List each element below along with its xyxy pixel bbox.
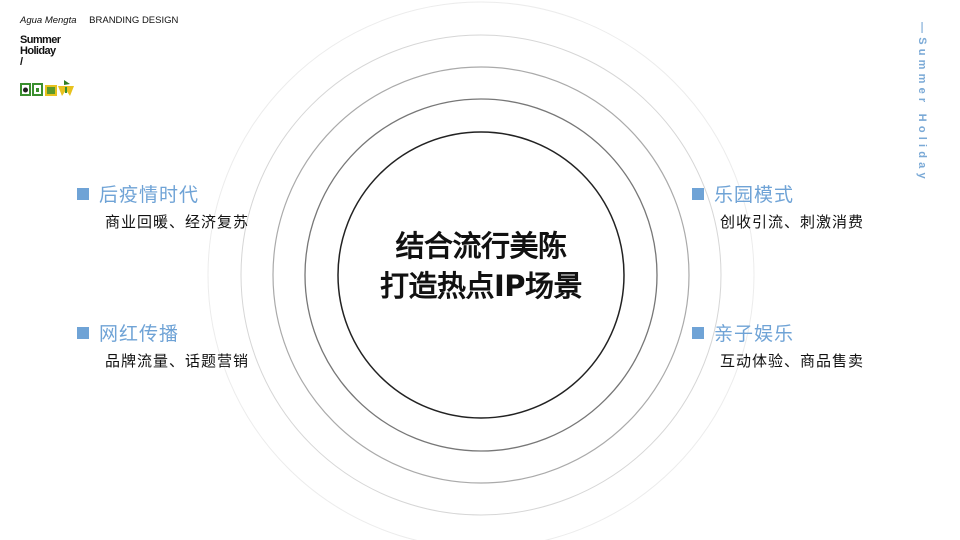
point-title: 乐园模式: [714, 184, 795, 206]
ring-4: [240, 34, 722, 516]
center-line-1: 结合流行美陈: [395, 229, 567, 263]
point-title: 亲子娱乐: [714, 323, 795, 345]
brand-title-line: Summer: [20, 34, 61, 46]
ring-2: [304, 98, 658, 452]
center-headline: 结合流行美陈 打造热点IP场景: [341, 226, 621, 306]
square-bullet-icon: [77, 326, 89, 339]
point-post-pandemic: 后疫情时代 商业回暖、经济复苏: [77, 180, 249, 232]
author-name: Agua Mengta: [20, 15, 77, 26]
point-family-fun: 亲子娱乐 互动体验、商品售卖: [692, 319, 864, 371]
side-label: —Summer Holiday: [916, 22, 928, 183]
square-bullet-icon: [77, 187, 89, 200]
ring-1: [337, 131, 625, 419]
brand-title-line: /: [20, 56, 23, 68]
point-desc: 品牌流量、话题营销: [105, 352, 250, 370]
center-line-2: 打造热点IP场景: [379, 269, 583, 303]
summer-holiday-logo-icon: [20, 80, 74, 96]
point-park-mode: 乐园模式 创收引流、刺激消费: [692, 180, 864, 232]
point-desc: 商业回暖、经济复苏: [105, 213, 250, 231]
square-bullet-icon: [692, 187, 704, 200]
brand-title-line: Holiday: [20, 45, 56, 57]
ring-5: [207, 1, 755, 540]
brand-line: Agua Mengta BRANDING DESIGN: [20, 15, 178, 26]
point-desc: 互动体验、商品售卖: [720, 352, 865, 370]
brand-title: Summer Holiday /: [20, 34, 61, 68]
ring-3: [272, 66, 690, 484]
point-desc: 创收引流、刺激消费: [720, 213, 865, 231]
point-title: 后疫情时代: [99, 184, 200, 206]
brand-tagline: BRANDING DESIGN: [89, 15, 179, 26]
point-influencer: 网红传播 品牌流量、话题营销: [77, 319, 249, 371]
square-bullet-icon: [692, 326, 704, 339]
point-title: 网红传播: [99, 323, 180, 345]
